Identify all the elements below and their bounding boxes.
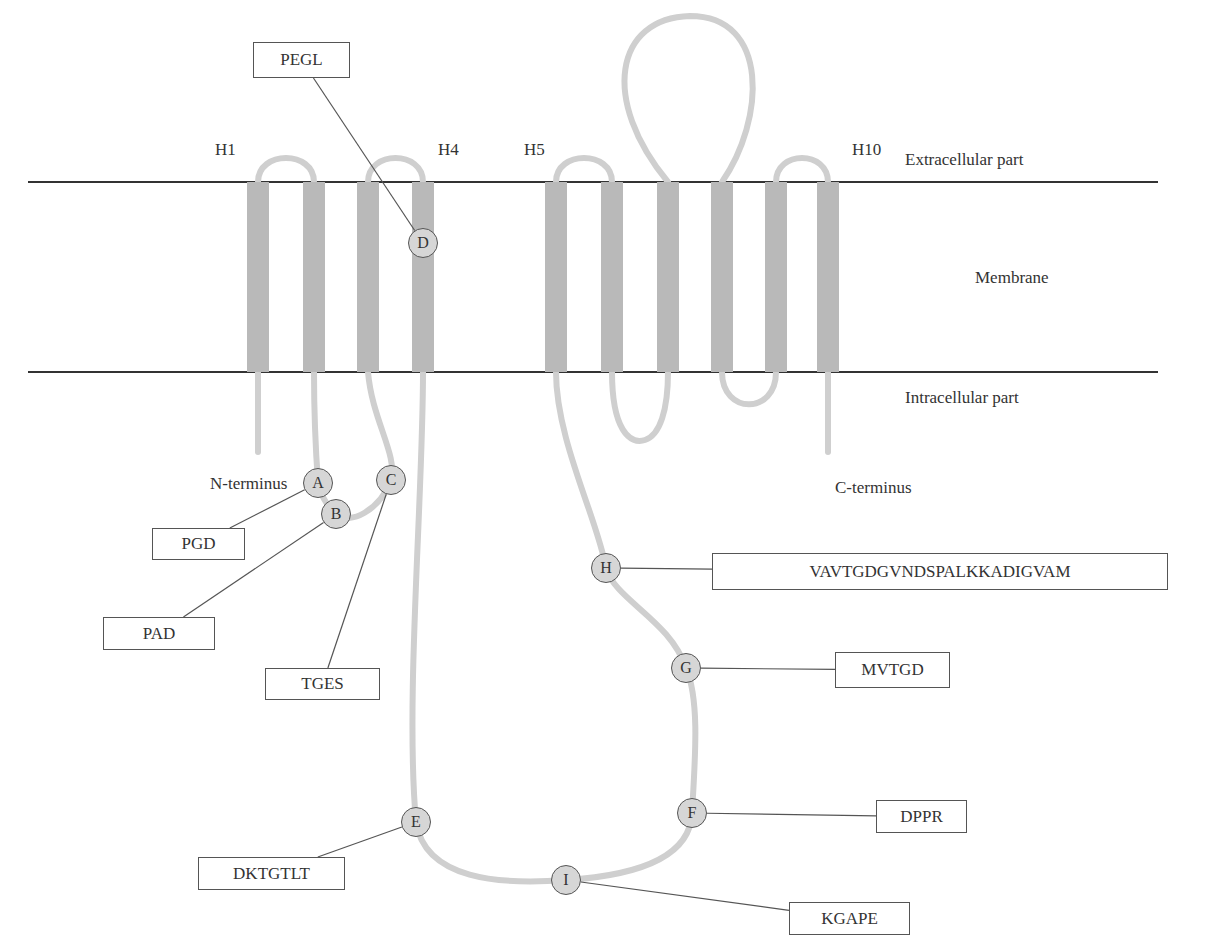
membrane-line [28,371,1158,373]
residue-circle: B [321,499,351,529]
residue-circle: F [677,798,707,828]
motif-box: MVTGD [835,652,950,688]
helix [247,182,839,372]
residue-letter: I [563,871,568,889]
region-label: Extracellular part [905,150,1023,170]
residue-circle: G [671,653,701,683]
leader-line [707,813,876,816]
motif-text: VAVTGDGVNDSPALKKADIGVAM [809,562,1070,582]
helix-label: H5 [524,140,545,160]
residue-circle: H [591,553,621,583]
residue-letter: D [417,234,429,252]
region-label: C-terminus [835,478,912,498]
motif-box: TGES [265,668,380,700]
peptide-chain [258,16,828,881]
region-label: N-terminus [210,474,287,494]
residue-circle: E [401,807,431,837]
motif-text: PGD [181,534,215,554]
motif-box: DKTGTLT [198,857,345,890]
motif-text: KGAPE [821,909,878,929]
motif-box: DPPR [876,800,967,833]
helix-label: H10 [852,140,881,160]
residue-letter: H [600,559,612,577]
membrane-line [28,181,1158,183]
residue-circle: D [408,228,438,258]
motif-text: PEGL [280,50,323,70]
motif-box: PEGL [253,42,350,78]
region-label: Membrane [975,268,1049,288]
residue-letter: B [331,505,342,523]
leader-line [581,882,789,910]
leader-line [313,78,414,231]
motif-text: PAD [143,624,175,644]
region-label: Intracellular part [905,388,1019,408]
residue-letter: G [680,659,692,677]
leader-line [318,827,402,857]
leader-line [230,490,305,528]
residue-letter: F [688,804,697,822]
motif-box: PGD [152,528,245,560]
motif-text: DKTGTLT [233,864,310,884]
leader-line [328,494,386,668]
residue-circle: I [551,865,581,895]
motif-text: MVTGD [861,660,923,680]
motif-text: TGES [301,674,344,694]
residue-circle: A [303,468,333,498]
motif-box: PAD [103,617,215,650]
residue-letter: C [386,471,397,489]
helix-label: H1 [215,140,236,160]
residue-letter: E [411,813,421,831]
motif-text: DPPR [900,807,943,827]
leader-line [701,668,835,669]
motif-box: KGAPE [789,902,910,935]
residue-letter: A [312,474,324,492]
leader-line [621,568,712,570]
motif-box: VAVTGDGVNDSPALKKADIGVAM [712,553,1168,590]
helix-label: H4 [438,140,459,160]
residue-circle: C [376,465,406,495]
